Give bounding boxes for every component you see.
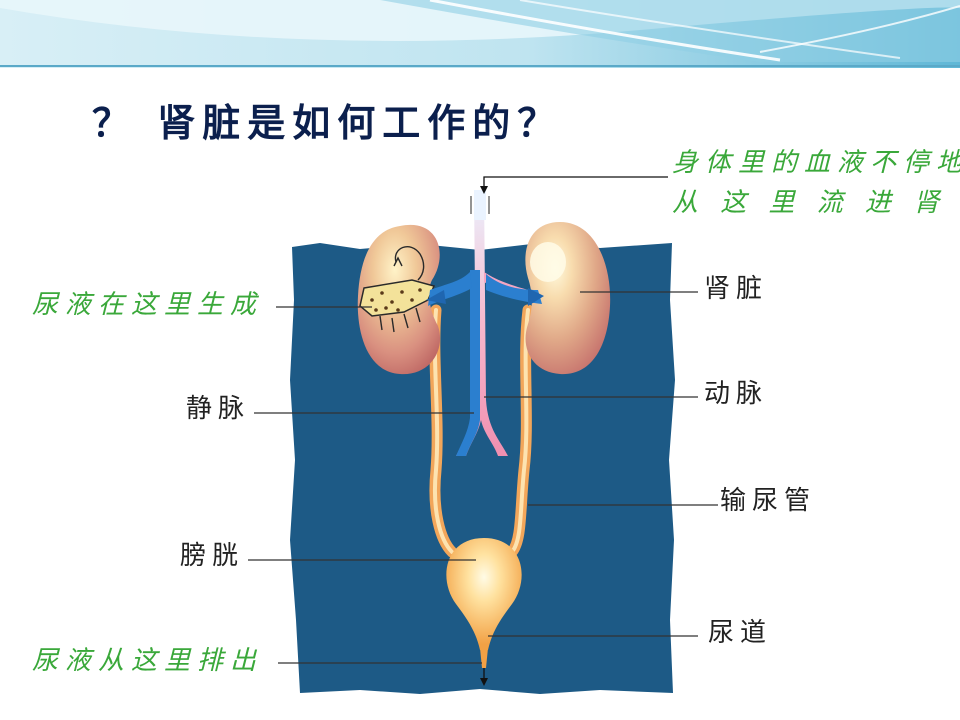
- kidney-right-highlight: [530, 242, 566, 282]
- label-artery: 动脉: [704, 379, 769, 409]
- label-blood-in-line2: 从 这 里 流 进 肾 脏: [672, 188, 960, 218]
- flow-arrows: [379, 245, 425, 333]
- urine-formation-area: [359, 279, 436, 317]
- label-blood-in-line1: 身体里的血液不停地: [672, 148, 960, 178]
- vein: [456, 270, 480, 456]
- label-kidney: 肾脏: [704, 274, 769, 304]
- label-bladder: 膀胱: [180, 541, 245, 571]
- label-urine-out: 尿液从这里排出: [32, 646, 264, 676]
- label-vein: 静脉: [186, 394, 251, 424]
- header-banner: [0, 0, 960, 68]
- inflow-arrow: [483, 176, 668, 190]
- artery: [456, 190, 508, 456]
- leader-lines: [248, 291, 718, 664]
- label-urethra: 尿道: [708, 618, 773, 648]
- label-urine-formed: 尿液在这里生成: [32, 290, 264, 320]
- bladder: [446, 538, 522, 650]
- urine-dots: [370, 288, 422, 312]
- label-ureter: 输尿管: [720, 486, 817, 516]
- slide-title: ？ 肾脏是如何工作的？: [92, 100, 563, 145]
- ureter-right-core: [510, 308, 530, 554]
